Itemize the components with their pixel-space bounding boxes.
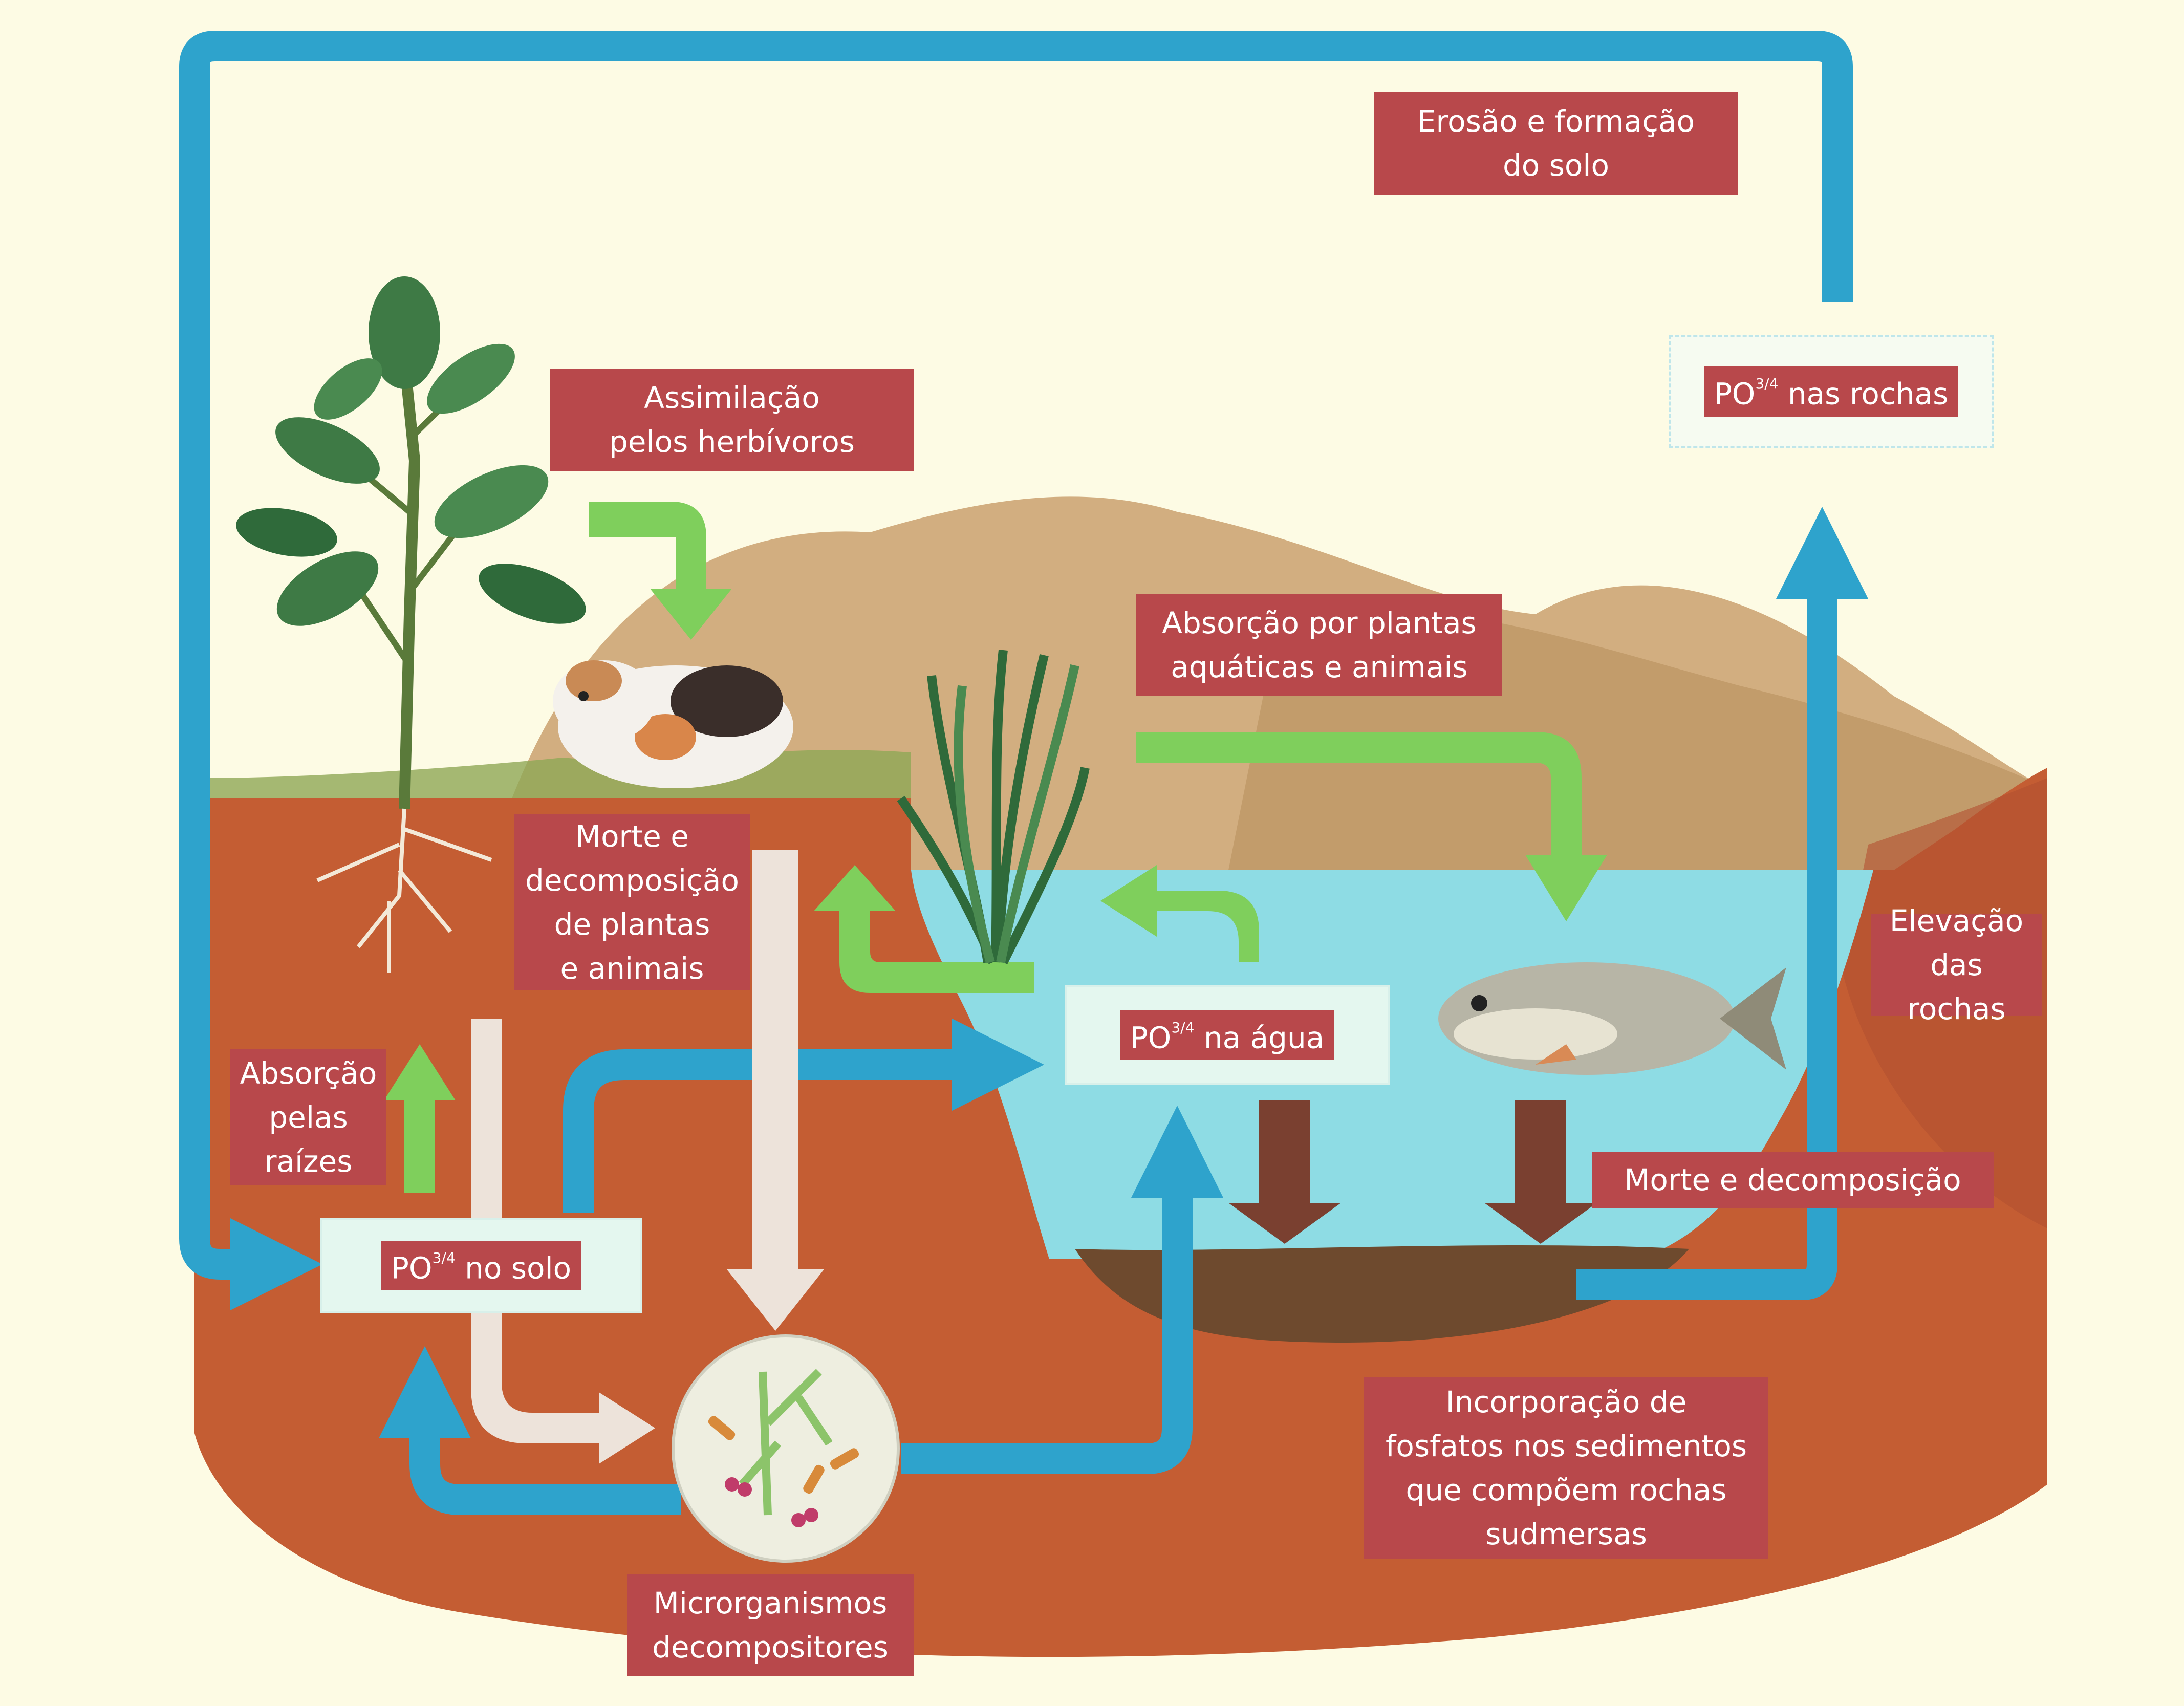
brown-arrows: [1228, 1100, 1597, 1244]
phosphate-rocks-label: nas rochas: [1787, 376, 1949, 412]
label-death-decomposition: Morte e decomposição: [1592, 1152, 1994, 1208]
label-death-decomposition-plants-line1: Morte e: [575, 818, 689, 854]
brown-arrow-left: [1228, 1100, 1341, 1244]
microorganisms-icon: [672, 1334, 900, 1563]
root-absorption-arrow: [384, 1044, 456, 1193]
label-death-decomposition-plants-line2: decomposição: [525, 862, 739, 898]
phosphate-superscript: 3/4: [1171, 1019, 1195, 1036]
soil-to-water-arrow: [563, 1019, 1044, 1213]
label-death-decomposition-line1: Morte e decomposição: [1624, 1162, 1961, 1197]
brown-arrow-right: [1484, 1100, 1597, 1244]
label-root-absorption: Absorção pelas raízes: [230, 1049, 386, 1185]
label-microorganisms-line2: decompositores: [652, 1630, 889, 1665]
label-erosion: Erosão e formação do solo: [1374, 92, 1738, 195]
label-assimilation-line2: pelos herbívoros: [609, 424, 855, 459]
decomposition-down-arrow: [727, 850, 824, 1331]
label-microorganisms: Microrganismos decompositores: [627, 1574, 914, 1676]
label-elevation-line1: Elevação: [1889, 903, 2024, 938]
phosphate-rocks-box: PO3/4 nas rochas: [1669, 335, 1994, 448]
label-incorporation-line4: sudmersas: [1485, 1516, 1647, 1551]
label-incorporation-line2: fosfatos nos sedimentos: [1385, 1428, 1747, 1463]
label-death-decomposition-plants-line3: de plantas: [554, 906, 710, 942]
aquatic-grass-icon: [897, 650, 1090, 965]
phosphate-formula: PO: [1714, 376, 1756, 412]
blue-arrows: [179, 31, 1868, 1515]
elevation-arrow: [1576, 507, 1868, 1300]
phosphate-water-tag: PO3/4 na água: [1119, 1010, 1335, 1061]
phosphate-superscript: 3/4: [432, 1249, 456, 1266]
label-elevation: Elevação das rochas: [1871, 903, 2042, 1026]
phosphate-formula: PO: [391, 1250, 433, 1286]
label-aquatic-absorption-line1: Absorção por plantas: [1162, 606, 1477, 640]
phosphate-superscript: 3/4: [1755, 375, 1779, 393]
label-erosion-line2: do solo: [1502, 148, 1610, 183]
phosphate-soil-box: PO3/4 no solo: [320, 1218, 642, 1313]
label-microorganisms-line1: Microrganismos: [653, 1586, 888, 1621]
phosphate-soil-tag: PO3/4 no solo: [380, 1240, 582, 1291]
assimilation-arrow: [589, 502, 732, 640]
label-root-absorption-line1: Absorção: [240, 1055, 377, 1091]
guinea-pig-icon: [553, 660, 793, 788]
label-erosion-line1: Erosão e formação: [1417, 104, 1695, 139]
label-incorporation-line3: que compõem rochas: [1405, 1472, 1727, 1507]
label-assimilation: Assimilação pelos herbívoros: [550, 369, 914, 471]
phosphate-water-box: PO3/4 na água: [1065, 985, 1390, 1085]
water-up-arrow: [1100, 865, 1259, 962]
phosphate-formula: PO: [1130, 1020, 1172, 1055]
label-root-absorption-line2: pelas: [269, 1099, 348, 1135]
green-arrows: [384, 502, 1607, 1193]
aquatic-absorption-arrow: [1136, 732, 1607, 921]
micro-to-water-arrow: [901, 1106, 1223, 1474]
label-death-decomposition-plants: Morte e decomposição de plantas e animai…: [514, 814, 750, 990]
label-elevation-line2: das rochas: [1907, 947, 2006, 1026]
plant-down-arrow: [471, 1019, 655, 1464]
label-aquatic-absorption-line2: aquáticas e animais: [1171, 650, 1468, 684]
phosphate-soil-label: no solo: [465, 1250, 572, 1286]
white-arrows: [471, 850, 824, 1464]
label-aquatic-absorption: Absorção por plantas aquáticas e animais: [1136, 594, 1502, 696]
outer-loop-arrow: [179, 31, 1853, 1310]
water-to-grass-arrow: [814, 865, 1034, 993]
fish-icon: [1438, 962, 1786, 1075]
label-incorporation: Incorporação de fosfatos nos sedimentos …: [1364, 1377, 1768, 1559]
micro-to-soil-arrow: [379, 1346, 681, 1515]
label-root-absorption-line3: raízes: [264, 1143, 353, 1179]
plant-icon: [236, 276, 586, 973]
label-incorporation-line1: Incorporação de: [1445, 1384, 1687, 1419]
sediment: [1075, 1245, 1689, 1343]
phosphate-rocks-tag: PO3/4 nas rochas: [1703, 366, 1959, 417]
label-assimilation-line1: Assimilação: [644, 380, 820, 415]
label-death-decomposition-plants-line4: e animais: [560, 951, 704, 986]
phosphate-water-label: na água: [1203, 1020, 1325, 1055]
